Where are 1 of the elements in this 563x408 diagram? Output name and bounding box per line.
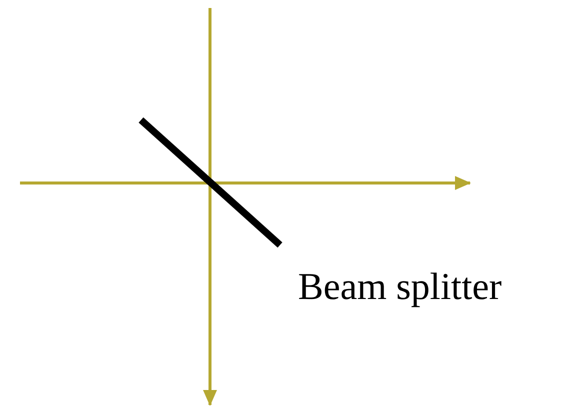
part-label: Beam splitter: [298, 268, 502, 306]
